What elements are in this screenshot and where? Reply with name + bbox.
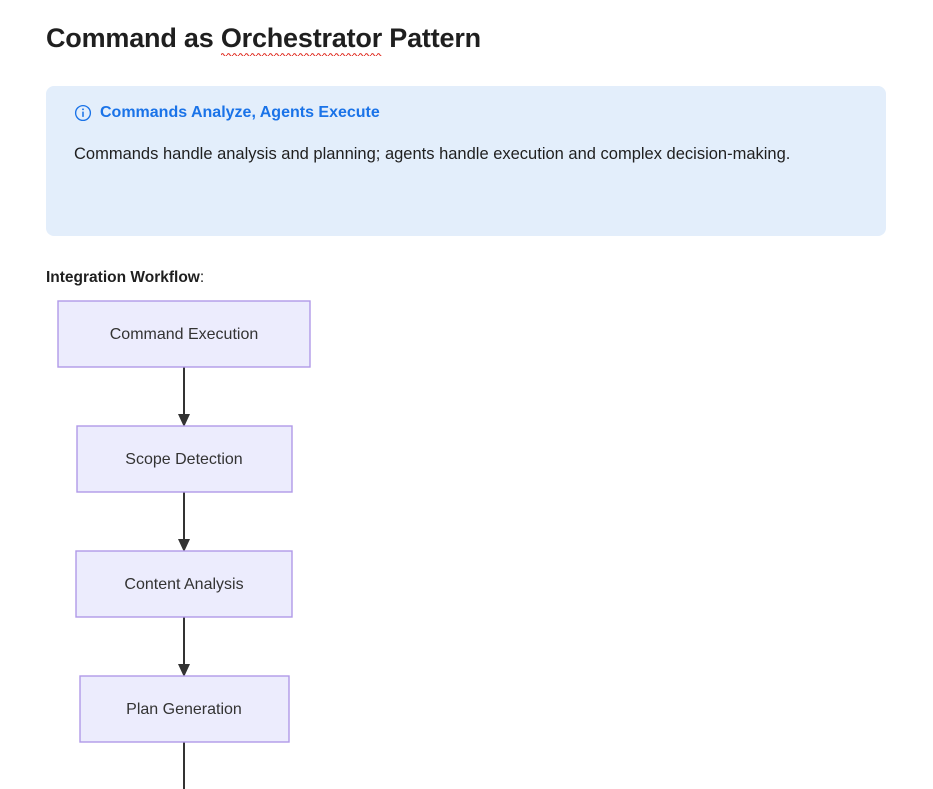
arrowhead-plan-generation — [178, 664, 190, 677]
page-title-prefix: Command as — [46, 23, 221, 53]
section-label: Integration Workflow: — [46, 267, 204, 289]
arrowhead-scope-detection — [178, 414, 190, 427]
node-label-plan-generation: Plan Generation — [126, 701, 242, 718]
node-label-content-analysis: Content Analysis — [124, 576, 243, 593]
info-callout-body: Commands handle analysis and planning; a… — [74, 145, 791, 163]
section-label-text: Integration Workflow — [46, 269, 200, 286]
flowchart-edges — [178, 367, 190, 789]
node-box-content-analysis[interactable] — [75, 550, 293, 618]
flowchart-node-command-execution[interactable]: Command Execution — [57, 300, 311, 368]
flowchart-canvas: Command Execution Scope Detection Conten… — [57, 300, 311, 789]
node-label-scope-detection: Scope Detection — [125, 451, 242, 468]
flowchart-node-scope-detection[interactable]: Scope Detection — [76, 425, 293, 493]
node-box-scope-detection[interactable] — [76, 425, 293, 493]
page-title-misspelled-word: Orchestrator — [220, 23, 382, 56]
info-callout-title: Commands Analyze, Agents Execute — [100, 104, 380, 121]
arrowhead-content-analysis — [178, 539, 190, 552]
node-box-command-execution[interactable] — [57, 300, 311, 368]
node-label-command-execution: Command Execution — [110, 326, 259, 343]
page-title-suffix: Pattern — [382, 23, 481, 53]
info-callout-header: Commands Analyze, Agents Execute — [74, 103, 858, 123]
node-box-plan-generation[interactable] — [79, 675, 290, 743]
info-callout: Commands Analyze, Agents Execute Command… — [46, 86, 886, 236]
flowchart-node-content-analysis[interactable]: Content Analysis — [75, 550, 293, 618]
flowchart-node-plan-generation[interactable]: Plan Generation — [79, 675, 290, 743]
page-title: Command as Orchestrator Pattern — [46, 0, 887, 56]
info-circle-icon — [74, 104, 92, 122]
section-label-colon: : — [199, 269, 205, 286]
integration-workflow-flowchart: Command Execution Scope Detection Conten… — [46, 296, 846, 789]
